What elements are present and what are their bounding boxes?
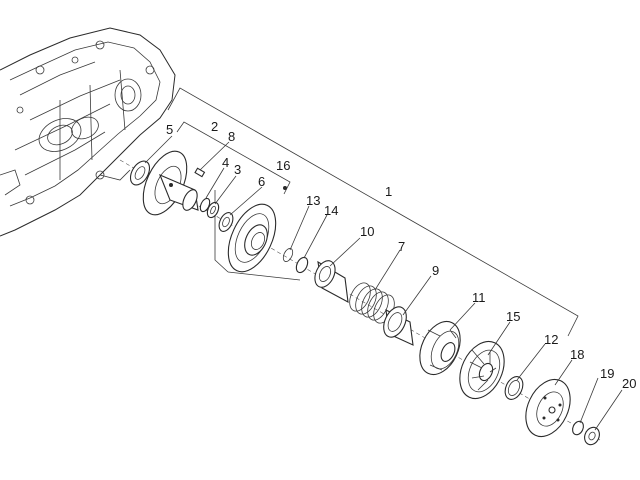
label-7: 7 [398, 239, 405, 254]
label-12: 12 [544, 332, 558, 347]
part-8-screw [194, 167, 206, 178]
label-11: 11 [472, 290, 486, 305]
label-5: 5 [166, 122, 173, 137]
part-2-fixed-pulley [142, 150, 199, 216]
label-18: 18 [570, 347, 584, 362]
label-8: 8 [228, 129, 235, 144]
label-6: 6 [258, 174, 265, 189]
crankcase-housing [0, 27, 176, 237]
part-9-spring-cup [383, 306, 414, 346]
part-3-ring [206, 201, 220, 219]
label-4: 4 [222, 155, 229, 170]
label-2: 2 [211, 119, 218, 134]
part-6-washer [218, 212, 234, 232]
bracket-16-base [227, 271, 301, 281]
label-10: 10 [360, 224, 374, 239]
label-13: 13 [306, 193, 320, 208]
leader-lines [144, 135, 623, 431]
part-18-clutch-bell [525, 378, 571, 438]
part-11-clutch [419, 320, 461, 376]
label-9: 9 [432, 263, 439, 278]
label-14: 14 [324, 203, 338, 218]
label-16: 16 [276, 158, 290, 173]
part-20-nut [584, 426, 600, 446]
label-3: 3 [234, 162, 241, 177]
label-19: 19 [600, 366, 614, 381]
part-16-movable-pulley [227, 186, 287, 273]
label-20: 20 [622, 376, 636, 391]
part-14-ring [295, 256, 309, 274]
part-labels: 1 2 3 4 5 6 7 8 9 10 11 12 13 14 15 16 1… [166, 119, 636, 391]
part-10-sleeve [314, 260, 349, 303]
part-19-washer [572, 420, 584, 436]
part-12-ring [504, 376, 524, 400]
label-15: 15 [506, 309, 520, 324]
label-1: 1 [385, 184, 392, 199]
part-15-fan [459, 340, 505, 400]
bracket-1 [167, 87, 579, 337]
